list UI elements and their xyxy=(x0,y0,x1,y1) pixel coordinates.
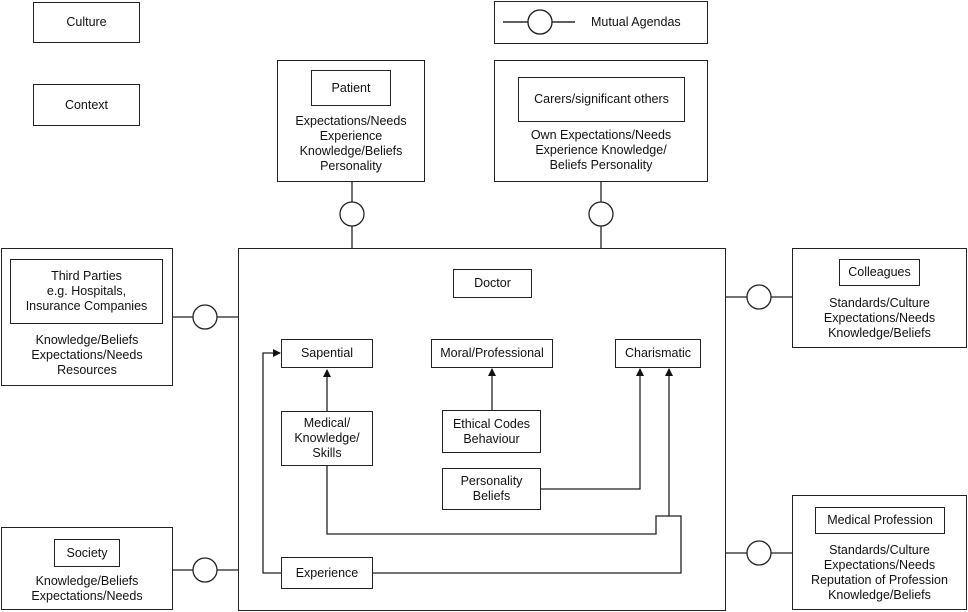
legend-context-box: Context xyxy=(33,84,140,126)
patient-panel: Patient Expectations/Needs Experience Kn… xyxy=(277,60,425,182)
sapential-label: Sapential xyxy=(300,346,354,360)
medical-profession-agenda-circle xyxy=(746,540,772,566)
colleagues-details: Standards/Culture Expectations/Needs Kno… xyxy=(823,296,936,340)
third-parties-details: Knowledge/Beliefs Expectations/Needs Res… xyxy=(31,333,143,377)
ethical-codes-label: Ethical Codes Behaviour xyxy=(452,416,531,446)
doctor-title-box: Doctor xyxy=(453,269,532,298)
moral-professional-box: Moral/Professional xyxy=(431,339,553,368)
carers-agenda-circle xyxy=(588,201,614,227)
charismatic-label: Charismatic xyxy=(625,346,691,360)
patient-details: Expectations/Needs Experience Knowledge/… xyxy=(295,114,407,173)
charismatic-box: Charismatic xyxy=(615,339,701,368)
society-title-box: Society xyxy=(54,539,120,567)
experience-box: Experience xyxy=(281,557,373,589)
society-details: Knowledge/Beliefs Expectations/Needs xyxy=(31,574,143,603)
carers-title-box: Carers/significant others xyxy=(518,77,685,122)
personality-beliefs-box: Personality Beliefs xyxy=(442,468,541,510)
doctor-panel xyxy=(238,248,726,611)
colleagues-panel: Colleagues Standards/Culture Expectation… xyxy=(792,248,967,348)
carers-panel: Carers/significant others Own Expectatio… xyxy=(494,60,708,182)
medical-knowledge-skills-label: Medical/ Knowledge/ Skills xyxy=(294,416,360,460)
medical-profession-title-box: Medical Profession xyxy=(815,507,945,534)
society-panel: Society Knowledge/Beliefs Expectations/N… xyxy=(1,527,173,610)
medical-profession-panel: Medical Profession Standards/Culture Exp… xyxy=(792,495,967,610)
sapential-box: Sapential xyxy=(281,339,373,368)
personality-beliefs-label: Personality Beliefs xyxy=(460,474,523,503)
medical-profession-title: Medical Profession xyxy=(827,513,933,527)
legend-context-label: Context xyxy=(64,97,109,112)
moral-professional-label: Moral/Professional xyxy=(440,346,544,360)
colleagues-title: Colleagues xyxy=(848,265,911,279)
third-parties-agenda-circle xyxy=(192,304,218,330)
ethical-codes-box: Ethical Codes Behaviour xyxy=(442,410,541,453)
doctor-title: Doctor xyxy=(474,276,511,290)
legend-culture-box: Culture xyxy=(33,2,140,43)
carers-title: Carers/significant others xyxy=(534,92,669,106)
third-parties-title: Third Parties e.g. Hospitals, Insurance … xyxy=(25,269,148,313)
third-parties-panel: Third Parties e.g. Hospitals, Insurance … xyxy=(1,248,173,386)
experience-label: Experience xyxy=(295,565,359,580)
colleagues-agenda-circle xyxy=(746,284,772,310)
society-agenda-circle xyxy=(192,557,218,583)
patient-title: Patient xyxy=(331,80,371,95)
carers-details: Own Expectations/Needs Experience Knowle… xyxy=(530,128,672,172)
medical-profession-details: Standards/Culture Expectations/Needs Rep… xyxy=(811,543,948,602)
third-parties-title-box: Third Parties e.g. Hospitals, Insurance … xyxy=(10,259,163,324)
legend-mutual-agendas-label: Mutual Agendas xyxy=(591,15,681,29)
patient-title-box: Patient xyxy=(311,70,391,106)
legend-mutual-agendas-box: Mutual Agendas xyxy=(494,1,708,44)
legend-culture-label: Culture xyxy=(66,15,107,29)
society-title: Society xyxy=(66,545,108,560)
medical-knowledge-skills-box: Medical/ Knowledge/ Skills xyxy=(281,411,373,466)
colleagues-title-box: Colleagues xyxy=(839,259,920,286)
patient-agenda-circle xyxy=(339,201,365,227)
